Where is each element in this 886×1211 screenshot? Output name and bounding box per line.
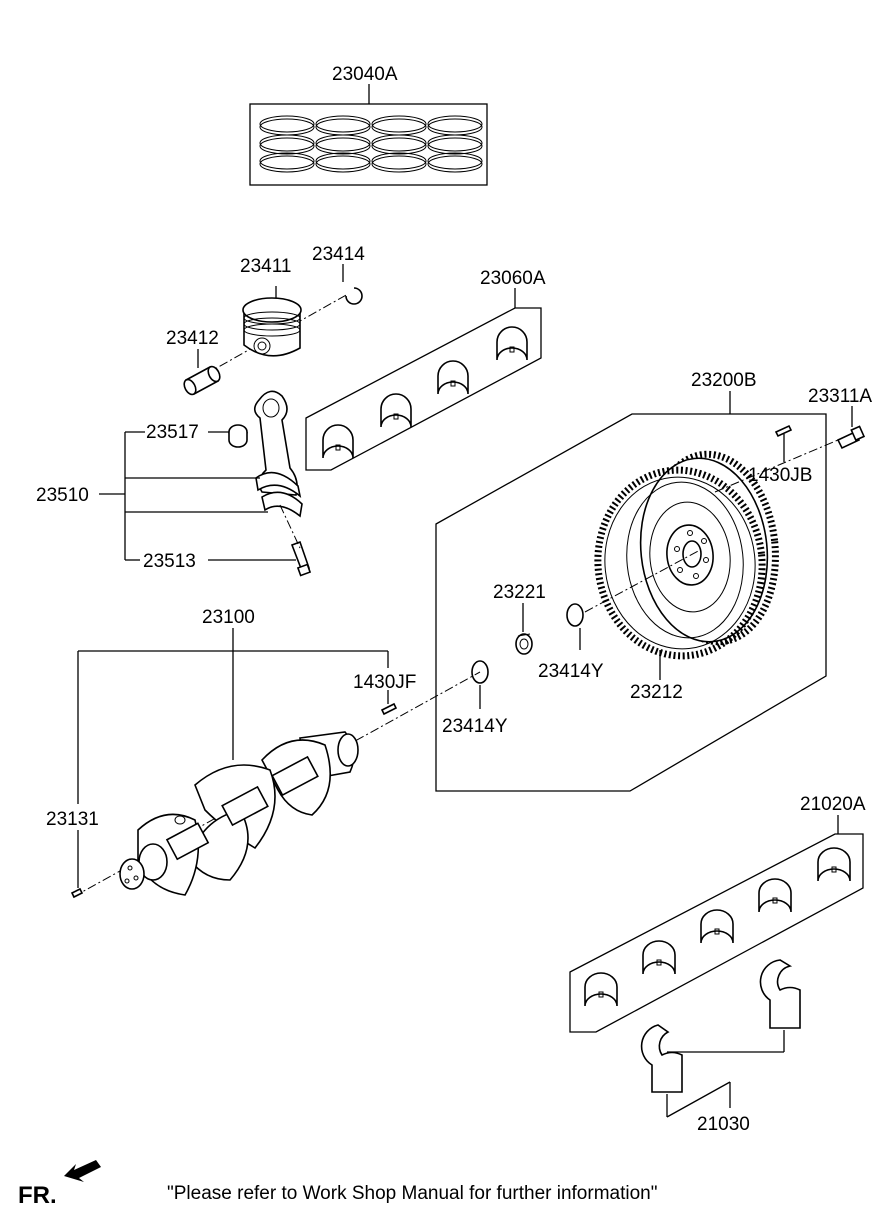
label-23212: 23212: [630, 682, 683, 703]
con-rod-bolt: [290, 540, 312, 577]
label-23510: 23510: [36, 485, 89, 506]
spacer-ring: [566, 603, 584, 627]
piston-ring-set-box: [249, 84, 488, 186]
main-bearing-shell: [700, 909, 734, 944]
thrust-bearing-set: [640, 959, 801, 1118]
ring-stack-3: [371, 115, 427, 173]
main-bearing-shell: [758, 878, 792, 913]
flywheel-assembly-box: [435, 391, 866, 792]
bearing-shell: [437, 360, 469, 395]
pilot-bearing: [515, 633, 533, 655]
label-23414Y-upper: 23414Y: [538, 661, 604, 682]
bearing-shell: [380, 393, 412, 428]
bearing-shell: [322, 424, 354, 459]
ring-stack-4: [427, 115, 483, 173]
label-21030: 21030: [697, 1114, 750, 1135]
label-23131: 23131: [46, 809, 99, 830]
front-direction-indicator: FR.: [18, 1160, 101, 1209]
front-arrow-icon: [64, 1160, 101, 1182]
label-1430JF: 1430JF: [353, 672, 416, 693]
main-bearing-shell: [817, 847, 851, 882]
crankshaft: [70, 628, 481, 899]
flywheel-bolt: [836, 425, 866, 450]
piston-pin: [183, 365, 221, 396]
label-23311A: 23311A: [808, 386, 872, 407]
main-bearing-shell: [584, 972, 618, 1007]
small-end-bushing: [228, 424, 248, 448]
main-bearing-shell: [642, 940, 676, 975]
fr-label: FR.: [18, 1182, 57, 1209]
crankshaft-dowel-pin: [70, 887, 84, 899]
piston-assembly: [183, 264, 363, 396]
label-23221: 23221: [493, 582, 546, 603]
main-bearing-box: [569, 815, 864, 1033]
ring-stack-1: [259, 115, 315, 173]
crankshaft-dowel-pin: [380, 702, 398, 716]
workshop-manual-note: "Please refer to Work Shop Manual for fu…: [167, 1183, 657, 1204]
dowel-pin: [774, 424, 793, 438]
connecting-rod-assembly: [99, 390, 312, 577]
label-23517: 23517: [146, 422, 199, 443]
label-23200B: 23200B: [691, 370, 757, 391]
snap-ring-clip: [345, 287, 363, 305]
con-rod-bearing-box: [305, 288, 542, 471]
bearing-shell: [496, 326, 528, 361]
label-21020A: 21020A: [800, 794, 866, 815]
label-1430JB: 1430JB: [748, 465, 812, 486]
label-23412: 23412: [166, 328, 219, 349]
label-23060A: 23060A: [480, 268, 546, 289]
label-23100: 23100: [202, 607, 255, 628]
label-23414: 23414: [312, 244, 365, 265]
ring-stack-2: [315, 115, 371, 173]
label-23411: 23411: [240, 256, 291, 277]
label-23040A: 23040A: [332, 64, 398, 85]
label-23414Y-lower: 23414Y: [442, 716, 508, 737]
label-23513: 23513: [143, 551, 196, 572]
